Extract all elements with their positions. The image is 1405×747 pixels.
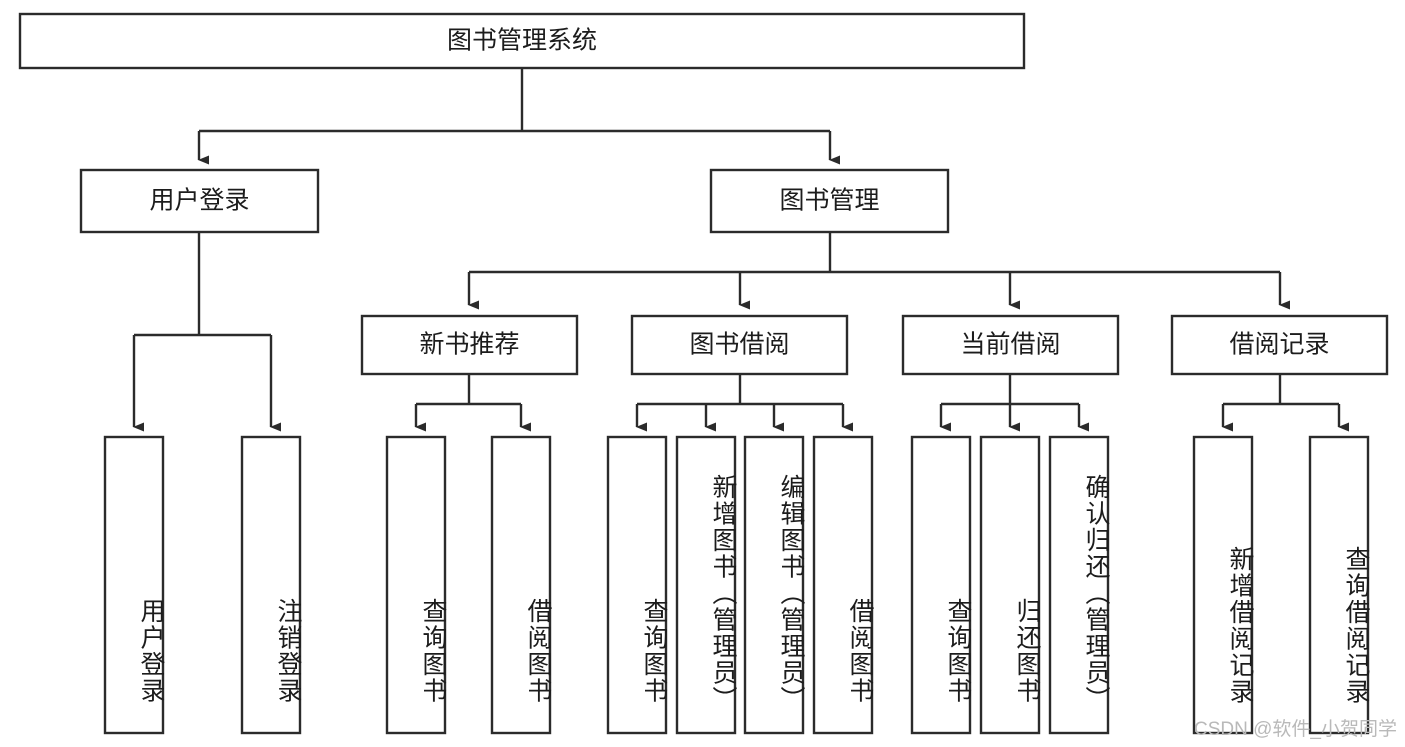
node-borrow-record[interactable]: [1170, 314, 1389, 376]
node-user-login-label: 用户登录: [149, 187, 249, 215]
node-borrow-record-label: 借阅记录: [1229, 331, 1329, 359]
connector-group-book-management: [467, 232, 1290, 310]
node-book-borrow[interactable]: [630, 314, 849, 376]
node-current-borrow[interactable]: [901, 314, 1120, 376]
leaf-current-borrow-1[interactable]: [910, 435, 972, 735]
csdn-watermark: CSDN @软件_小贺同学: [1194, 719, 1397, 740]
leaf-book-borrow-3[interactable]: [743, 435, 805, 735]
leaf-book-borrow-1[interactable]: [606, 435, 668, 735]
leaf-new-book-2[interactable]: [490, 435, 552, 735]
node-book-borrow-label: 图书借阅: [689, 331, 789, 359]
node-book-management[interactable]: [709, 168, 950, 234]
connector-group-user-login: [132, 232, 281, 432]
leaf-book-borrow-4[interactable]: [812, 435, 874, 735]
connector-group-book-borrow: [635, 374, 853, 432]
connector-group-new-book: [414, 374, 531, 432]
leaf-user-login-1[interactable]: [103, 435, 165, 735]
node-root-system[interactable]: [18, 12, 1026, 70]
leaf-book-borrow-2[interactable]: [675, 435, 737, 735]
leaf-new-book-1[interactable]: [385, 435, 447, 735]
leaf-current-borrow-3[interactable]: [1048, 435, 1110, 735]
connector-group-root: [197, 68, 840, 165]
node-new-book-recommend[interactable]: [360, 314, 579, 376]
node-current-borrow-label: 当前借阅: [960, 331, 1060, 359]
connector-group-borrow-record: [1221, 374, 1349, 432]
leaf-user-login-2[interactable]: [240, 435, 302, 735]
leaf-borrow-record-2[interactable]: [1308, 435, 1370, 735]
node-new-book-recommend-label: 新书推荐: [419, 331, 519, 359]
leaf-borrow-record-1[interactable]: [1192, 435, 1254, 735]
connector-group-current-borrow: [939, 374, 1089, 432]
leaf-current-borrow-2[interactable]: [979, 435, 1041, 735]
node-root-system-label: 图书管理系统: [447, 27, 597, 55]
node-book-management-label: 图书管理: [779, 187, 879, 215]
node-user-login[interactable]: [79, 168, 320, 234]
